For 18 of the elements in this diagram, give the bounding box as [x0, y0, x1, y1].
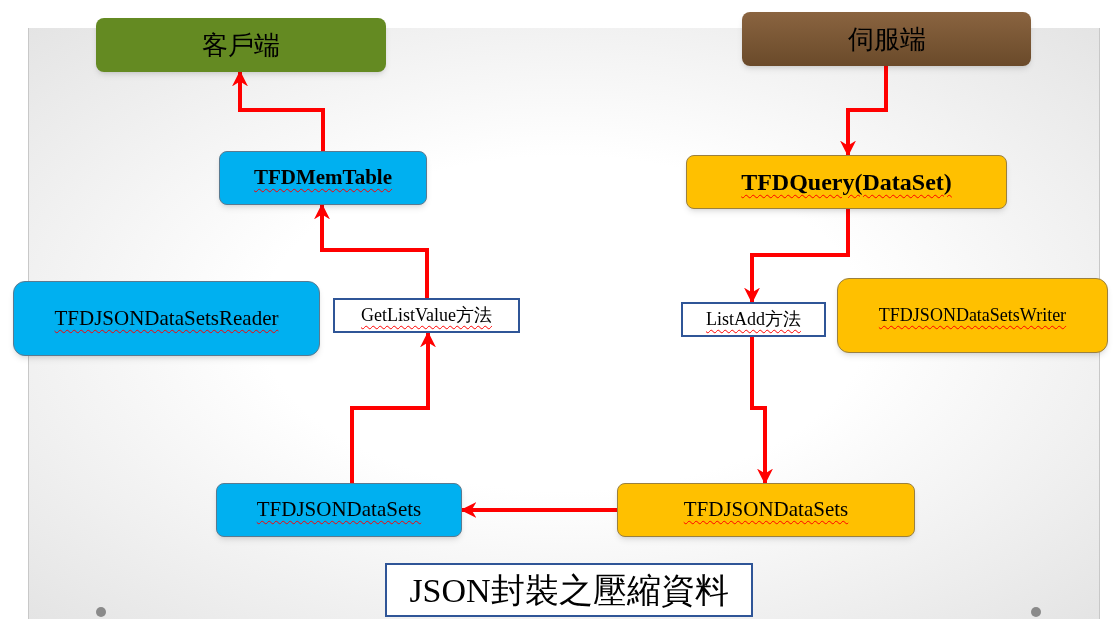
process-box: TFDQuery(DataSet)	[686, 155, 1007, 209]
process-box: TFDJSONDataSets	[216, 483, 462, 537]
arrow	[350, 331, 436, 483]
process-box: TFDJSONDataSets	[617, 483, 915, 537]
arrow	[232, 70, 325, 151]
client-box: 客戶端	[96, 18, 386, 72]
arrow	[744, 209, 850, 304]
process-box: TFDMemTable	[219, 151, 427, 205]
arrow	[750, 337, 773, 485]
component-box: TFDJSONDataSetsWriter	[837, 278, 1108, 353]
arrow	[840, 66, 888, 157]
method-box: GetListValue方法	[333, 298, 520, 333]
arrow	[314, 203, 429, 298]
caption-box: JSON封裝之壓縮資料	[385, 563, 753, 617]
server-box: 伺服端	[742, 12, 1031, 66]
method-box: ListAdd方法	[681, 302, 826, 337]
component-box: TFDJSONDataSetsReader	[13, 281, 320, 356]
arrow	[460, 502, 617, 518]
